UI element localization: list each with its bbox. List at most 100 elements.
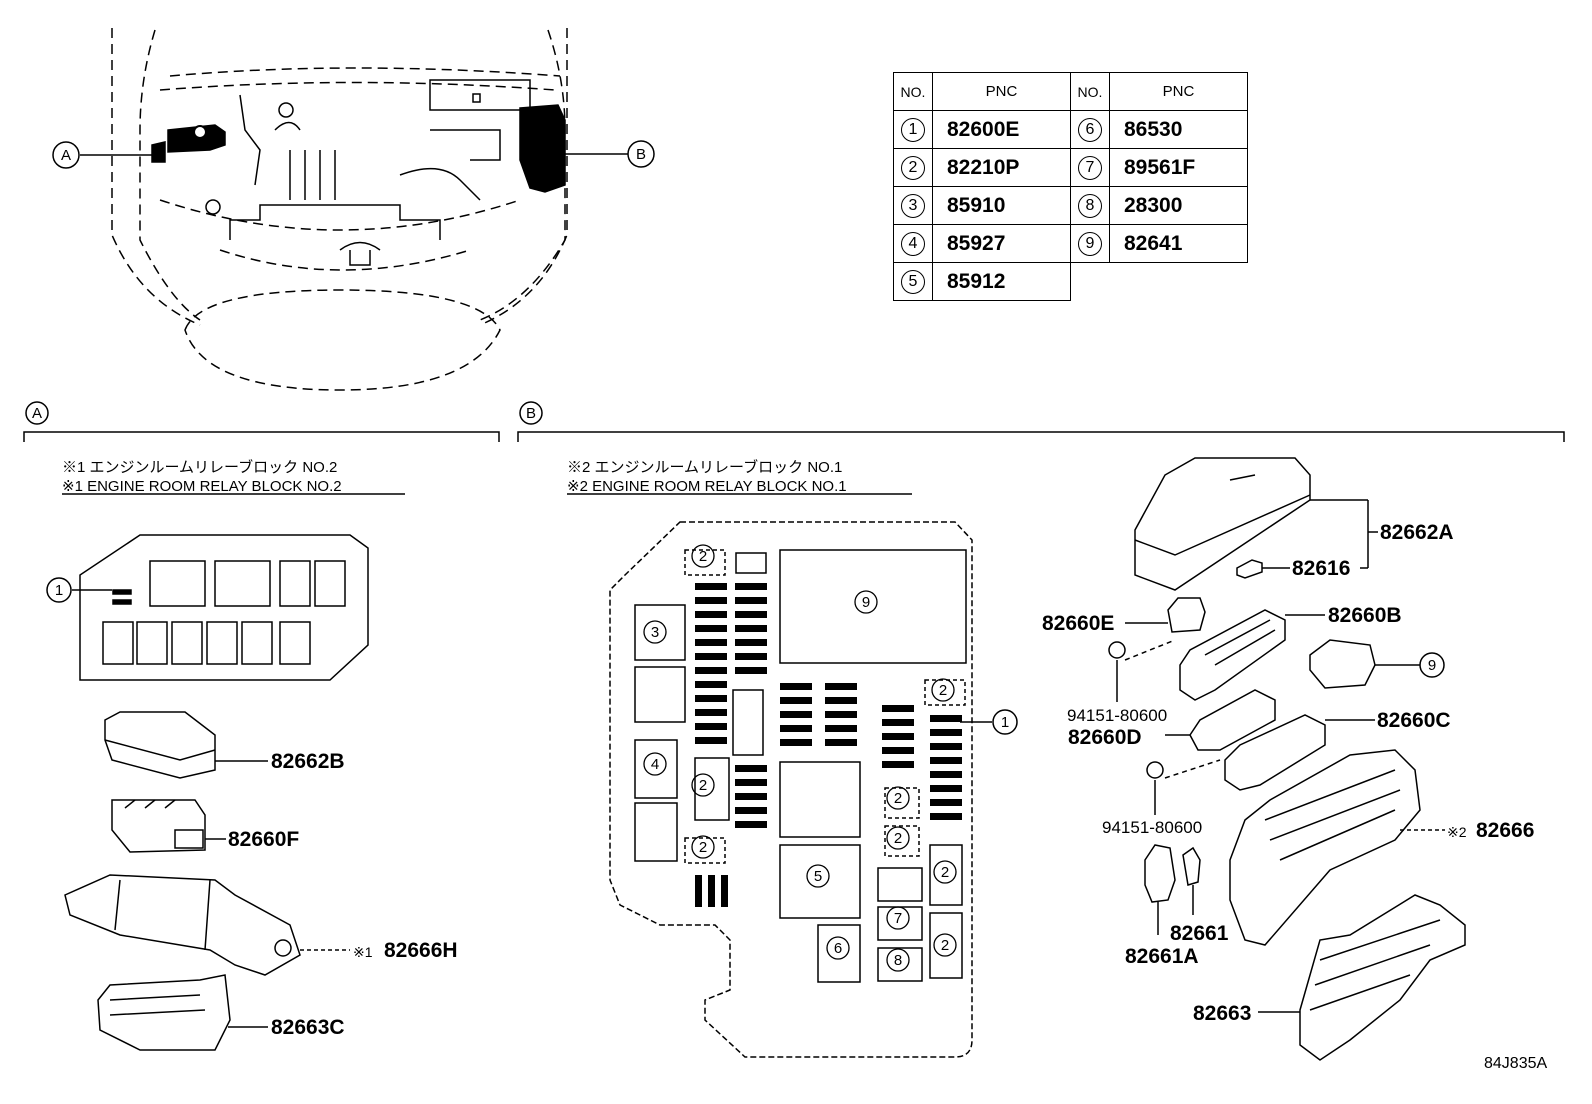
bolt-2-label: 94151-80600 xyxy=(1102,818,1202,837)
slot-marker: 2 xyxy=(699,839,707,856)
part-82666-label: 82666 xyxy=(1476,819,1534,842)
table-row: 3 85910 8 28300 xyxy=(893,186,1248,225)
slot-marker: 5 xyxy=(814,868,822,885)
row-number: 2 xyxy=(901,155,925,180)
slot-marker: 6 xyxy=(834,940,842,957)
no-cell: 2 xyxy=(893,148,933,187)
header-no: NO. xyxy=(1070,72,1110,111)
row-number: 8 xyxy=(1078,193,1102,218)
part-82662A-sketch xyxy=(1134,457,1378,591)
header-pnc: PNC xyxy=(1109,72,1248,111)
no-cell: 4 xyxy=(893,224,933,263)
section-a-caption-en: ※1 ENGINE ROOM RELAY BLOCK NO.2 xyxy=(62,478,342,495)
part-82660E-sketch xyxy=(1125,597,1206,633)
no-cell: 6 xyxy=(1070,110,1110,149)
table-row: 1 82600E 6 86530 xyxy=(893,110,1248,149)
empty-cell xyxy=(1071,263,1110,301)
part-82662B-sketch xyxy=(104,711,268,779)
part-82660F-sketch xyxy=(111,799,226,853)
callout-b-top: B xyxy=(636,146,646,163)
part-82660B-label: 82660B xyxy=(1328,604,1402,627)
marker-9-part: 9 xyxy=(1428,657,1436,674)
vehicle-overview xyxy=(111,28,568,391)
section-a-marker: 1 xyxy=(55,582,63,599)
pnc-cell: 85927 xyxy=(932,224,1071,263)
slot-marker: 2 xyxy=(894,830,902,847)
section-b-caption-jp: ※2 エンジンルームリレーブロック NO.1 xyxy=(567,458,842,476)
row-number: 6 xyxy=(1078,117,1102,142)
figure-id: 84J835A xyxy=(1484,1055,1547,1072)
marker-1: 1 xyxy=(1001,714,1009,731)
note-mark-1: ※1 xyxy=(353,944,373,960)
slot-marker: 4 xyxy=(651,756,659,773)
no-cell: 8 xyxy=(1070,186,1110,225)
row-number: 3 xyxy=(901,193,925,218)
slot-marker: 2 xyxy=(699,777,707,794)
pnc-cell: 82641 xyxy=(1109,224,1248,263)
part-82660D-sketch xyxy=(1165,689,1276,751)
pnc-cell: 85912 xyxy=(932,262,1071,301)
pnc-cell: 82210P xyxy=(932,148,1071,187)
part-82660C-sketch xyxy=(1224,714,1375,791)
slot-marker: 9 xyxy=(862,594,870,611)
table-row: 2 82210P 7 89561F xyxy=(893,148,1248,187)
part-82662A-label: 82662A xyxy=(1380,521,1454,544)
slot-marker: 2 xyxy=(939,682,947,699)
bolt-1-label: 94151-80600 xyxy=(1067,706,1167,725)
part-82662B-label: 82662B xyxy=(271,750,345,773)
callout-a-top: A xyxy=(61,147,71,164)
pnc-table: NO. PNC NO. PNC 1 82600E 6 86530 2 82210… xyxy=(893,72,1248,301)
relay-block-no2-layout xyxy=(46,534,369,681)
pnc-cell: 82600E xyxy=(932,110,1071,149)
row-number: 5 xyxy=(901,269,925,294)
part-82660E-label: 82660E xyxy=(1042,612,1114,635)
table-header-row: NO. PNC NO. PNC xyxy=(893,72,1248,111)
part-82661-sketch xyxy=(1144,844,1201,935)
part-82663-label: 82663 xyxy=(1193,1002,1251,1025)
section-a-caption-jp: ※1 エンジンルームリレーブロック NO.2 xyxy=(62,458,337,476)
pnc-cell: 86530 xyxy=(1109,110,1248,149)
header-pnc: PNC xyxy=(932,72,1071,111)
section-b-label: B xyxy=(526,405,536,422)
no-cell: 9 xyxy=(1070,224,1110,263)
part-82616-label: 82616 xyxy=(1292,557,1350,580)
part-82663C-label: 82663C xyxy=(271,1016,345,1039)
slot-marker: 2 xyxy=(941,864,949,881)
pnc-cell: 28300 xyxy=(1109,186,1248,225)
slot-marker: 8 xyxy=(894,952,902,969)
part-82666H-sketch xyxy=(64,874,350,976)
row-number: 1 xyxy=(901,117,925,142)
row-number: 9 xyxy=(1078,231,1102,256)
note-mark-2: ※2 xyxy=(1447,824,1467,840)
relay-block-no1-layout xyxy=(609,521,973,1058)
slot-marker: 7 xyxy=(894,910,902,927)
relay-block-no1-slots xyxy=(634,549,1018,983)
section-a-label: A xyxy=(32,405,42,422)
no-cell: 1 xyxy=(893,110,933,149)
row-number: 7 xyxy=(1078,155,1102,180)
part-82663-sketch xyxy=(1258,894,1466,1061)
part-82661-label: 82661 xyxy=(1170,922,1229,945)
part-82666H-label: 82666H xyxy=(384,939,458,962)
header-no: NO. xyxy=(893,72,933,111)
part-82660D-label: 82660D xyxy=(1068,726,1142,749)
bolt-1-sketch xyxy=(1108,639,1176,702)
table-row: 4 85927 9 82641 xyxy=(893,224,1248,263)
fuse-bars xyxy=(695,583,962,907)
part-82660F-label: 82660F xyxy=(228,828,299,851)
part-item9-sketch xyxy=(1309,639,1445,689)
row-number: 4 xyxy=(901,231,925,256)
pnc-cell: 89561F xyxy=(1109,148,1248,187)
part-82660C-label: 82660C xyxy=(1377,709,1451,732)
bolt-2-sketch xyxy=(1146,759,1221,815)
no-cell: 7 xyxy=(1070,148,1110,187)
part-82661A-label: 82661A xyxy=(1125,945,1199,968)
no-cell: 3 xyxy=(893,186,933,225)
part-82616-sketch xyxy=(1236,559,1368,579)
slot-marker: 2 xyxy=(941,937,949,954)
table-row: 5 85912 xyxy=(893,262,1248,301)
slot-marker: 2 xyxy=(699,548,707,565)
part-82660B-sketch xyxy=(1179,609,1325,701)
